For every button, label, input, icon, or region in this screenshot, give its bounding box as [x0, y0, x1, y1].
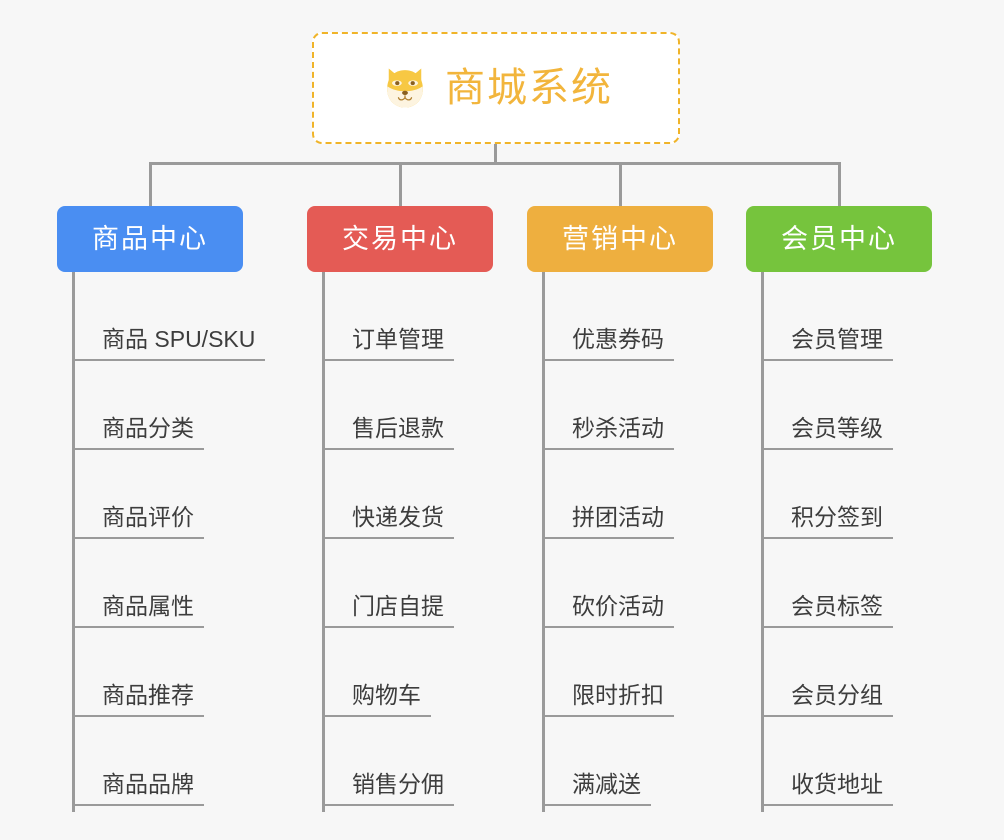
leaf-trunk-3	[761, 272, 764, 812]
leaf-trunk-2	[542, 272, 545, 812]
leaf-label-1-2: 快递发货	[352, 504, 444, 531]
leaf-item-1-4[interactable]: 购物车	[322, 628, 431, 717]
leaf-item-0-0[interactable]: 商品 SPU/SKU	[72, 272, 266, 361]
connector-root-stem	[494, 144, 497, 164]
leaf-item-3-5[interactable]: 收货地址	[761, 717, 893, 806]
leaf-label-2-1: 秒杀活动	[572, 415, 664, 442]
leaf-label-3-3: 会员标签	[791, 593, 883, 620]
leaf-trunk-0	[72, 272, 75, 812]
leaf-item-3-2[interactable]: 积分签到	[761, 450, 893, 539]
connector-to-category-1	[399, 162, 402, 208]
leaf-label-3-2: 积分签到	[791, 504, 883, 531]
leaf-item-0-2[interactable]: 商品评价	[72, 450, 204, 539]
category-label-3: 会员中心	[781, 223, 897, 254]
leaf-label-0-4: 商品推荐	[102, 682, 194, 709]
category-label-0: 商品中心	[92, 223, 208, 254]
leaf-item-3-0[interactable]: 会员管理	[761, 272, 893, 361]
leaf-label-2-0: 优惠券码	[572, 326, 664, 353]
root-title: 商城系统	[445, 66, 613, 110]
leaf-item-3-4[interactable]: 会员分组	[761, 628, 893, 717]
leaf-item-3-3[interactable]: 会员标签	[761, 539, 893, 628]
leaf-item-3-1[interactable]: 会员等级	[761, 361, 893, 450]
leaf-item-2-0[interactable]: 优惠券码	[542, 272, 674, 361]
leaf-label-2-2: 拼团活动	[572, 504, 664, 531]
leaf-label-1-3: 门店自提	[352, 593, 444, 620]
leaf-label-2-5: 满减送	[572, 771, 641, 798]
category-box-1[interactable]: 交易中心	[307, 206, 493, 272]
category-box-0[interactable]: 商品中心	[57, 206, 243, 272]
leaf-item-1-0[interactable]: 订单管理	[322, 272, 454, 361]
category-label-1: 交易中心	[342, 223, 458, 254]
leaf-item-2-5[interactable]: 满减送	[542, 717, 651, 806]
leaf-trunk-1	[322, 272, 325, 812]
leaf-label-3-1: 会员等级	[791, 415, 883, 442]
leaf-label-1-0: 订单管理	[352, 326, 444, 353]
leaf-item-2-3[interactable]: 砍价活动	[542, 539, 674, 628]
leaf-label-1-1: 售后退款	[352, 415, 444, 442]
leaf-item-0-3[interactable]: 商品属性	[72, 539, 204, 628]
leaf-label-0-1: 商品分类	[102, 415, 194, 442]
leaf-label-0-0: 商品 SPU/SKU	[102, 326, 256, 353]
category-box-2[interactable]: 营销中心	[527, 206, 713, 272]
leaf-item-1-2[interactable]: 快递发货	[322, 450, 454, 539]
connector-horizontal-bus	[150, 162, 840, 165]
leaf-label-2-4: 限时折扣	[572, 682, 664, 709]
leaf-item-2-4[interactable]: 限时折扣	[542, 628, 674, 717]
leaf-label-1-5: 销售分佣	[352, 771, 444, 798]
leaf-label-0-5: 商品品牌	[102, 771, 194, 798]
connector-to-category-3	[838, 162, 841, 208]
category-box-3[interactable]: 会员中心	[746, 206, 932, 272]
connector-to-category-2	[619, 162, 622, 208]
leaf-item-1-1[interactable]: 售后退款	[322, 361, 454, 450]
leaf-item-2-2[interactable]: 拼团活动	[542, 450, 674, 539]
leaf-label-3-0: 会员管理	[791, 326, 883, 353]
leaf-label-0-3: 商品属性	[102, 593, 194, 620]
shiba-dog-icon	[387, 68, 423, 108]
leaf-label-3-5: 收货地址	[791, 771, 883, 798]
connector-to-category-0	[149, 162, 152, 208]
leaf-label-3-4: 会员分组	[791, 682, 883, 709]
leaf-label-1-4: 购物车	[352, 682, 421, 709]
leaf-item-1-3[interactable]: 门店自提	[322, 539, 454, 628]
leaf-label-2-3: 砍价活动	[572, 593, 664, 620]
leaf-label-0-2: 商品评价	[102, 504, 194, 531]
leaf-item-0-4[interactable]: 商品推荐	[72, 628, 204, 717]
category-label-2: 营销中心	[562, 223, 678, 254]
leaf-item-0-5[interactable]: 商品品牌	[72, 717, 204, 806]
leaf-item-0-1[interactable]: 商品分类	[72, 361, 204, 450]
root-node[interactable]: 商城系统	[312, 32, 680, 144]
leaf-item-1-5[interactable]: 销售分佣	[322, 717, 454, 806]
leaf-item-2-1[interactable]: 秒杀活动	[542, 361, 674, 450]
